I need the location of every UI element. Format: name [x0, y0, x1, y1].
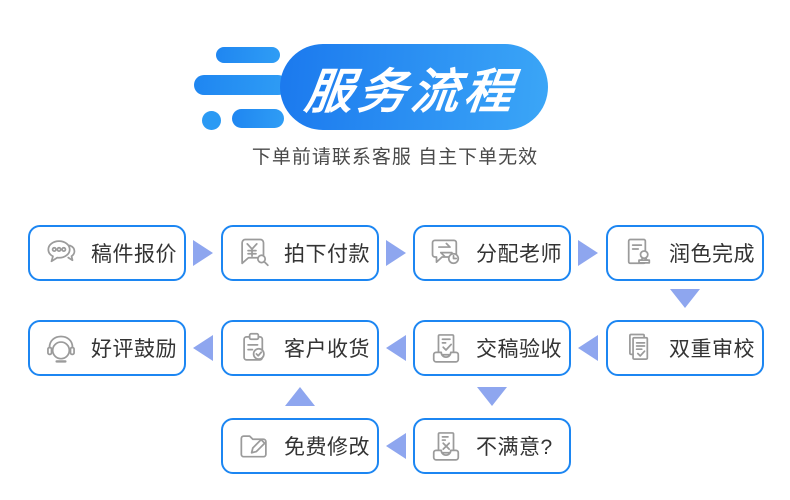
folder-pencil-icon — [235, 427, 273, 465]
arrow-left-icon — [193, 335, 213, 361]
step-label: 交稿验收 — [476, 338, 562, 361]
page-title: 服务流程 — [302, 66, 521, 119]
step-box-submit-acceptance: 交稿验收 — [413, 320, 571, 376]
step-label: 不满意? — [476, 436, 553, 459]
arrow-left-icon — [578, 335, 598, 361]
clipboard-check-icon — [235, 329, 273, 367]
headset-icon — [42, 329, 80, 367]
banner-pill: 服务流程 — [280, 44, 548, 130]
arrow-up-icon — [285, 387, 315, 406]
reject-tray-icon — [427, 427, 465, 465]
arrow-left-icon — [386, 335, 406, 361]
speed-streak-decoration — [194, 75, 288, 95]
step-box-unsatisfied: 不满意? — [413, 418, 571, 474]
arrow-down-icon — [477, 387, 507, 406]
step-box-manuscript-quote: 稿件报价 — [28, 225, 186, 281]
step-label: 润色完成 — [669, 243, 755, 266]
speed-streak-decoration — [216, 47, 280, 63]
step-label: 客户收货 — [284, 338, 370, 361]
arrow-right-icon — [578, 240, 598, 266]
step-label: 双重审校 — [669, 338, 755, 361]
pay-search-icon — [235, 234, 273, 272]
step-label: 好评鼓励 — [91, 338, 177, 361]
assign-clock-icon — [427, 234, 465, 272]
speed-streak-decoration — [232, 109, 284, 128]
step-label: 分配老师 — [476, 243, 562, 266]
step-label: 拍下付款 — [284, 243, 370, 266]
step-box-customer-receive: 客户收货 — [221, 320, 379, 376]
banner-subtitle: 下单前请联系客服 自主下单无效 — [251, 147, 539, 168]
step-box-double-review: 双重审校 — [606, 320, 764, 376]
step-box-assign-teacher: 分配老师 — [413, 225, 571, 281]
submit-tray-check-icon — [427, 329, 465, 367]
double-docs-check-icon — [620, 329, 658, 367]
arrow-right-icon — [193, 240, 213, 266]
document-stamp-icon — [620, 234, 658, 272]
step-box-polish-complete: 润色完成 — [606, 225, 764, 281]
step-box-free-revision: 免费修改 — [221, 418, 379, 474]
step-box-pay-order: 拍下付款 — [221, 225, 379, 281]
arrow-left-icon — [386, 433, 406, 459]
speed-dot-decoration — [202, 111, 221, 130]
chat-bubbles-icon — [42, 234, 80, 272]
arrow-down-icon — [670, 289, 700, 308]
step-label: 免费修改 — [284, 436, 370, 459]
arrow-right-icon — [386, 240, 406, 266]
step-label: 稿件报价 — [91, 243, 177, 266]
step-box-positive-review: 好评鼓励 — [28, 320, 186, 376]
